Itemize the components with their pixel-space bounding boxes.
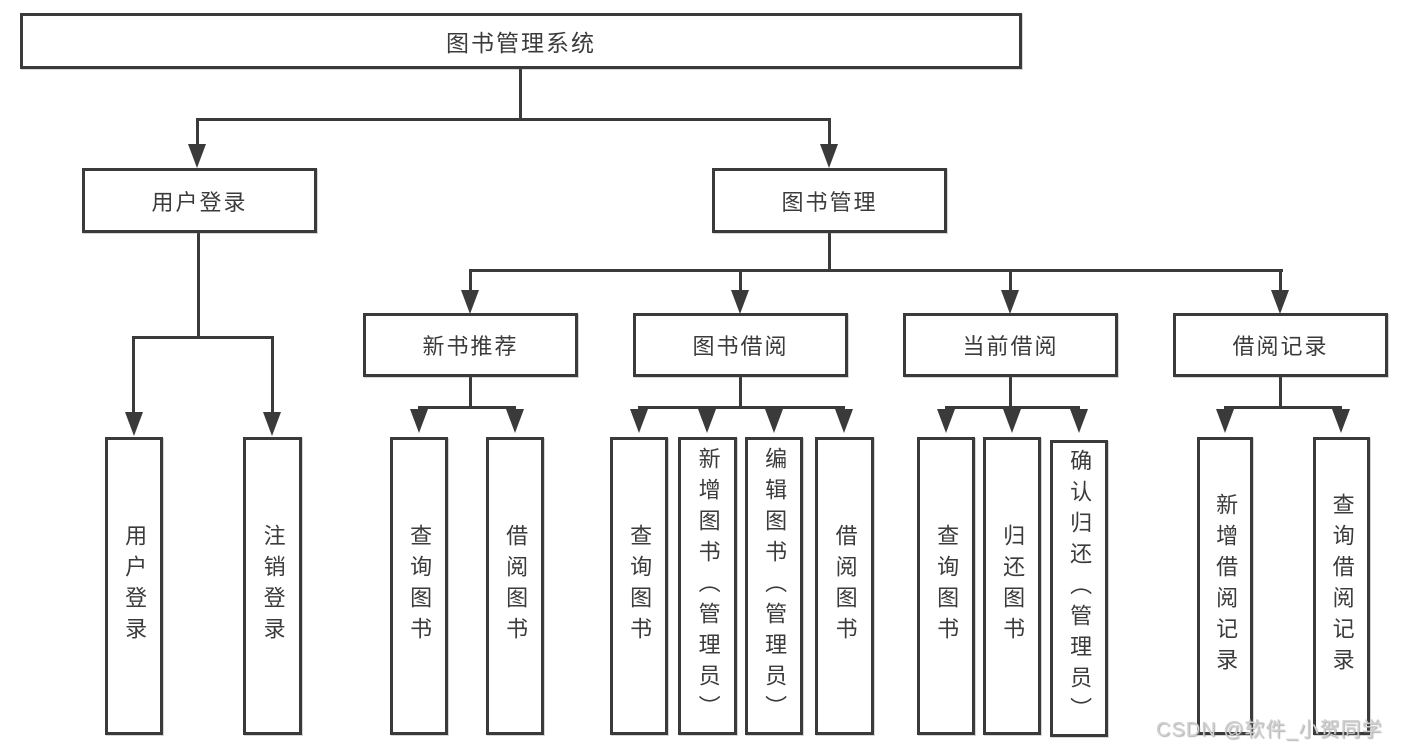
node-label: 图书借阅 bbox=[692, 334, 789, 359]
leaf-borrow-books: 借阅图书 bbox=[486, 437, 544, 735]
csdn-watermark: CSDN @软件_小贺同学 bbox=[1156, 719, 1383, 741]
leaf-add-books-admin: 新增图书（管理员） bbox=[678, 437, 737, 735]
connector-line bbox=[197, 233, 200, 338]
connector-line bbox=[1009, 269, 1012, 293]
node-label: 新增借阅记录 bbox=[1213, 493, 1239, 679]
node-label: 查询图书 bbox=[627, 524, 653, 648]
arrow-down-icon bbox=[835, 409, 853, 433]
node-label: 查询图书 bbox=[407, 524, 433, 648]
node-label: 归还图书 bbox=[1000, 524, 1026, 648]
node-label: 查询图书 bbox=[934, 524, 960, 648]
node-label: 用户登录 bbox=[151, 189, 248, 215]
node-label: 注销登录 bbox=[260, 524, 286, 648]
node-borrow-records: 借阅记录 bbox=[1173, 313, 1388, 377]
node-label: 用户登录 bbox=[122, 524, 148, 648]
leaf-query-books: 查询图书 bbox=[610, 437, 668, 735]
connector-line bbox=[828, 233, 831, 272]
connector-line bbox=[418, 406, 516, 409]
arrow-down-icon bbox=[188, 144, 206, 168]
connector-line bbox=[271, 336, 274, 412]
arrow-down-icon bbox=[820, 144, 838, 168]
leaf-edit-books-admin: 编辑图书（管理员） bbox=[745, 437, 803, 735]
arrow-down-icon bbox=[461, 290, 479, 314]
arrow-down-icon bbox=[937, 409, 955, 433]
leaf-query-borrow-record: 查询借阅记录 bbox=[1313, 437, 1370, 735]
connector-line bbox=[469, 269, 1283, 272]
node-label: 借阅图书 bbox=[832, 524, 858, 648]
arrow-down-icon bbox=[1001, 290, 1019, 314]
connector-line bbox=[739, 269, 742, 293]
arrow-down-icon bbox=[1332, 409, 1350, 433]
arrow-down-icon bbox=[1216, 409, 1234, 433]
arrow-down-icon bbox=[765, 409, 783, 433]
arrow-down-icon bbox=[263, 412, 281, 436]
connector-line bbox=[133, 336, 274, 339]
node-label: 确认归还（管理员） bbox=[1067, 449, 1093, 728]
leaf-query-books: 查询图书 bbox=[917, 437, 975, 735]
arrow-down-icon bbox=[1271, 290, 1289, 314]
node-label: 编辑图书（管理员） bbox=[762, 446, 788, 726]
leaf-return-books: 归还图书 bbox=[983, 437, 1041, 735]
arrow-down-icon bbox=[630, 409, 648, 433]
connector-line bbox=[197, 118, 831, 121]
node-label: 新增图书（管理员） bbox=[695, 446, 721, 726]
leaf-user-login: 用户登录 bbox=[105, 437, 163, 735]
connector-line bbox=[1279, 377, 1282, 408]
connector-line bbox=[132, 336, 135, 412]
connector-line bbox=[1279, 269, 1282, 293]
node-label: 图书管理 bbox=[781, 189, 878, 215]
connector-line bbox=[739, 377, 742, 408]
node-label: 借阅图书 bbox=[503, 524, 529, 648]
connector-line bbox=[1009, 377, 1012, 408]
node-library-system: 图书管理系统 bbox=[20, 13, 1022, 69]
node-label: 查询借阅记录 bbox=[1329, 493, 1355, 679]
connector-line bbox=[469, 377, 472, 408]
connector-line bbox=[196, 118, 199, 148]
node-book-management: 图书管理 bbox=[712, 168, 947, 233]
connector-line bbox=[945, 406, 1080, 409]
arrow-down-icon bbox=[506, 409, 524, 433]
node-book-borrow: 图书借阅 bbox=[633, 313, 848, 377]
arrow-down-icon bbox=[125, 412, 143, 436]
connector-line bbox=[638, 406, 845, 409]
node-current-borrow: 当前借阅 bbox=[903, 313, 1118, 377]
arrow-down-icon bbox=[410, 409, 428, 433]
node-new-book-recommend: 新书推荐 bbox=[363, 313, 578, 377]
connector-line bbox=[1224, 406, 1342, 409]
node-label: 当前借阅 bbox=[962, 334, 1059, 359]
node-label: 图书管理系统 bbox=[446, 30, 596, 56]
connector-line bbox=[828, 118, 831, 148]
arrow-down-icon bbox=[1003, 409, 1021, 433]
connector-line bbox=[519, 69, 522, 119]
leaf-logout: 注销登录 bbox=[243, 437, 302, 735]
leaf-borrow-books: 借阅图书 bbox=[815, 437, 874, 735]
arrow-down-icon bbox=[698, 409, 716, 433]
leaf-confirm-return-admin: 确认归还（管理员） bbox=[1050, 440, 1108, 737]
leaf-add-borrow-record: 新增借阅记录 bbox=[1197, 437, 1253, 735]
node-user-login: 用户登录 bbox=[82, 168, 317, 233]
leaf-query-books: 查询图书 bbox=[390, 437, 448, 735]
node-label: 新书推荐 bbox=[422, 334, 519, 359]
connector-line bbox=[469, 269, 472, 293]
arrow-down-icon bbox=[731, 290, 749, 314]
node-label: 借阅记录 bbox=[1232, 334, 1329, 359]
arrow-down-icon bbox=[1070, 409, 1088, 433]
